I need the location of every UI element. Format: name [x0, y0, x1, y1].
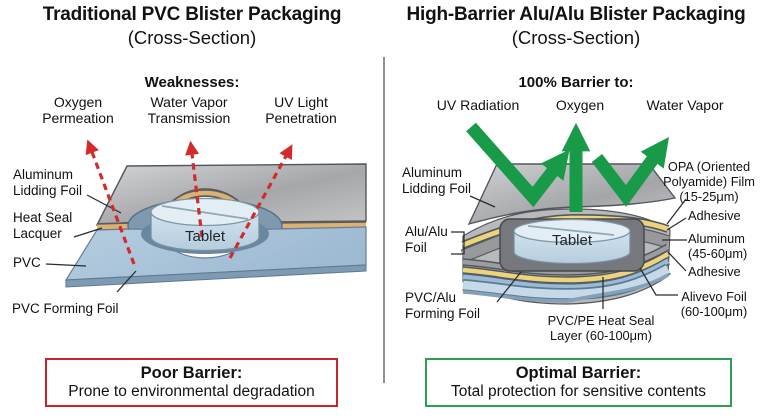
- threat-uv-light-penetration: UV Light Penetration: [265, 94, 337, 127]
- barrier-heading: 100% Barrier to:: [518, 74, 634, 91]
- right-leader-lines: [451, 195, 687, 309]
- tablet-score-line: [161, 205, 249, 220]
- water-vapor-arrow: [185, 140, 204, 238]
- label-pvc-pe-heat-seal: PVC/PE Heat Seal Layer (60-100μm): [547, 313, 655, 344]
- label-adhesive-bottom: Adhesive: [688, 264, 741, 279]
- left-leader-lines: [45, 194, 137, 293]
- poor-barrier-title: Poor Barrier:: [140, 363, 243, 382]
- tablet-label-left: Tablet: [184, 228, 226, 245]
- uv-bounce-arrow: [466, 122, 570, 208]
- green-barrier-arrows: [466, 122, 670, 212]
- threat-water-vapor-transmission: Water Vapor Transmission: [147, 94, 231, 127]
- pvc-blister-illustration: [45, 139, 367, 293]
- left-panel-subtitle: (Cross-Section): [127, 27, 257, 48]
- label-alu-alu-foil: Alu/Alu Foil: [405, 224, 448, 255]
- right-panel-subtitle: (Cross-Section): [511, 27, 641, 48]
- optimal-barrier-title: Optimal Barrier:: [515, 363, 642, 382]
- pvc-sheet-thickness: [65, 264, 367, 288]
- alu-alu-bracket: [451, 231, 465, 255]
- optimal-barrier-description: Total protection for sensitive contents: [450, 383, 707, 401]
- weaknesses-heading: Weaknesses:: [144, 74, 240, 91]
- threat-oxygen-permeation: Oxygen Permeation: [42, 94, 114, 127]
- uv-penetration-arrow: [228, 144, 293, 259]
- tablet-score-line: [527, 225, 615, 236]
- tablet-label-right: Tablet: [551, 232, 593, 249]
- left-panel-title: Traditional PVC Blister Packaging: [42, 4, 342, 25]
- label-adhesive-top: Adhesive: [688, 208, 741, 223]
- label-aluminum-lidding-foil-right: Aluminum Lidding Foil: [402, 165, 472, 196]
- oxygen-permeation-arrow: [85, 139, 136, 265]
- optimal-barrier-box: Optimal Barrier: Total protection for se…: [425, 358, 732, 407]
- label-opa-film: OPA (Oriented Polyamide) Film (15-25μm): [663, 159, 755, 205]
- label-pvc-alu-forming-foil: PVC/Alu Forming Foil: [405, 290, 481, 321]
- label-aluminum-lidding-foil: Aluminum Lidding Foil: [13, 167, 83, 198]
- label-heat-seal-lacquer: Heat Seal Lacquer: [13, 210, 73, 241]
- water-vapor-bounce-arrow: [591, 137, 670, 207]
- right-panel-title: High-Barrier Alu/Alu Blister Packaging: [406, 4, 746, 25]
- barrier-water-vapor: Water Vapor: [646, 97, 724, 113]
- barrier-oxygen: Oxygen: [555, 97, 605, 113]
- alu-alu-blister-illustration: [451, 122, 687, 309]
- poor-barrier-box: Poor Barrier: Prone to environmental deg…: [45, 358, 338, 407]
- label-aluminum-layer: Aluminum (45-60μm): [688, 231, 748, 262]
- label-alivevo-foil: Alivevo Foil (60-100μm): [680, 289, 748, 320]
- label-pvc: PVC: [13, 255, 41, 270]
- poor-barrier-description: Prone to environmental degradation: [68, 383, 315, 401]
- label-pvc-forming-foil: PVC Forming Foil: [12, 301, 119, 316]
- red-dashed-arrows: [85, 139, 293, 265]
- panel-divider: [383, 57, 385, 383]
- barrier-uv-radiation: UV Radiation: [436, 97, 520, 113]
